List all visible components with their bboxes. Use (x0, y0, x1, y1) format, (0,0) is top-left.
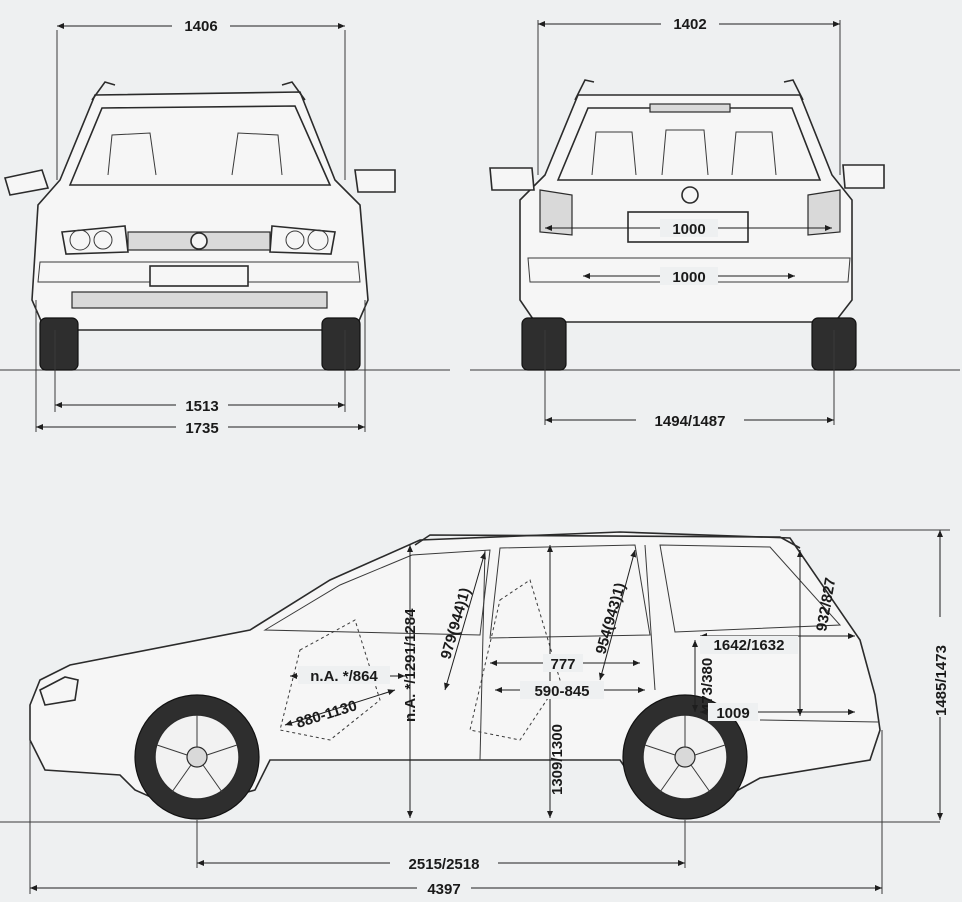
front-overall-width: 1735 (185, 420, 218, 437)
rear-track: 1494/1487 (655, 413, 726, 430)
rear-seat-right (731, 131, 777, 176)
side-load-floor-length: 1009 (716, 705, 749, 722)
side-rear-head-diag-dim (598, 549, 637, 681)
front-tyre-right (321, 317, 361, 371)
side-window-rear (489, 544, 651, 639)
front-view: 1406 1513 1735 (0, 16, 450, 437)
side-wheelbase: 2515/2518 (409, 856, 480, 873)
side-front-height-label: n.A. */1291/1284 (402, 608, 419, 722)
front-lamp-left-inner (93, 230, 113, 250)
rear-bumper (527, 257, 851, 283)
front-bumper (37, 261, 361, 283)
side-front-seat-travel-dim (284, 689, 396, 726)
side-front-head-diag-dim (444, 551, 486, 691)
front-mirror-right (354, 169, 396, 193)
rear-window (556, 107, 822, 181)
front-lamp-right-outer (307, 229, 329, 251)
front-roof-rail-right (281, 81, 306, 101)
rear-brake-light (649, 103, 731, 113)
side-rear-bumper-line (759, 719, 879, 723)
side-floor-height-rear: 473/380 (699, 658, 716, 712)
rear-mirror-right (842, 164, 885, 189)
front-mirror-left (3, 169, 50, 196)
side-spokes-front (156, 715, 238, 793)
side-roof-rail (414, 534, 801, 549)
front-seat-right (231, 132, 283, 176)
rear-mirror-left (489, 167, 535, 191)
rear-tyre-left (521, 317, 567, 371)
rear-badge (681, 186, 699, 204)
front-lower-grille (71, 291, 328, 309)
front-headlight-left (61, 225, 129, 255)
side-rear-passenger-silhouette (469, 579, 561, 741)
side-load-length: 1642/1632 (714, 637, 785, 654)
side-door-line-2 (644, 544, 656, 691)
front-badge (190, 232, 208, 250)
rear-seat-center (661, 129, 709, 176)
rear-load-sill-width: 1000 (672, 269, 705, 286)
rear-taillight-right (807, 189, 841, 236)
side-hub-front (186, 746, 208, 768)
side-front-headroom: n.A. */864 (310, 668, 378, 685)
side-headlight (39, 676, 79, 706)
side-spokes-rear (644, 715, 726, 793)
side-window-quarter (659, 544, 842, 633)
side-overall-length: 4397 (427, 881, 460, 898)
rear-roof-rail-left (574, 79, 595, 101)
rear-roof-rail-right (783, 79, 804, 101)
side-hub-rear (674, 746, 696, 768)
rear-roof-width: 1402 (673, 16, 706, 33)
front-headlight-right (269, 225, 336, 255)
rear-view: 1402 1000 1000 1494/1487 (470, 14, 960, 430)
front-lamp-right-inner (285, 230, 305, 250)
side-overall-height: 1485/1473 (933, 645, 950, 716)
side-knee-room: 590-845 (534, 683, 589, 700)
rear-tailgate-opening-width: 1000 (672, 221, 705, 238)
front-roof-rail-left (91, 81, 116, 101)
front-windshield (68, 105, 332, 186)
side-rear-height: 1309/1300 (549, 724, 566, 795)
front-roof-width: 1406 (184, 18, 217, 35)
front-lamp-left-outer (69, 229, 91, 251)
rear-seat-left (591, 131, 637, 176)
front-seat-left (107, 132, 157, 176)
rear-taillight-left (539, 189, 573, 236)
front-track: 1513 (185, 398, 218, 415)
side-view: n.A. */1291/1284 1309/1300 979(944)1) 95… (0, 529, 950, 898)
side-shoulder-length: 777 (550, 656, 575, 673)
front-tyre-left (39, 317, 79, 371)
front-plate (149, 265, 249, 287)
